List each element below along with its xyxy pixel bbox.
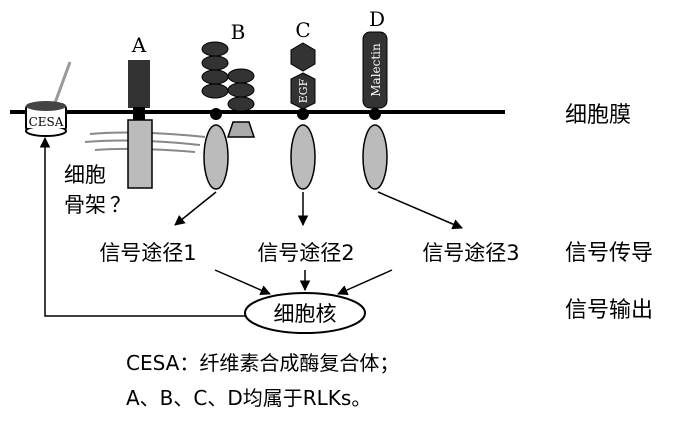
nucleus [244,292,366,334]
feedback-arrow [39,136,245,317]
signal-transduction-label: 信号传导 [565,241,653,266]
signal-output-label: 信号输出 [565,298,653,323]
cytoskeleton-question-mark: ？ [110,193,131,217]
receptor-c: EGF [290,42,316,190]
receptor-d: Malectin [362,31,388,190]
receptor-a [127,60,153,189]
nucleus-label: 细胞核 [274,302,337,326]
footnote-line-1: CESA：纤维素合成酶复合体； [126,351,399,375]
receptor-d-label: D [369,7,385,31]
footnote-line-2: A、B、C、D均属于RLKs。 [126,386,371,410]
malectin-domain-label: Malectin [369,43,383,97]
cell-membrane-label: 细胞膜 [565,103,631,128]
egf-domain-label: EGF [297,78,310,103]
receptor-c-label: C [295,18,310,42]
receptor-to-pathway-arrows [174,191,463,230]
cesa-label: CESA [29,115,64,129]
cesa-complex: CESA [25,61,72,137]
pathway-3-label: 信号途径3 [422,241,519,265]
receptor-b-label: B [231,20,246,44]
cytoskeleton-label-line1: 细胞 [64,163,106,187]
pathway-to-nucleus-arrows [214,269,393,296]
cytoskeleton-label-line2: 骨架 [64,193,106,217]
pathway-2-label: 信号途径2 [257,241,354,265]
pathway-1-label: 信号途径1 [99,241,196,265]
receptor-a-label: A [131,33,147,57]
receptor-b [201,41,256,190]
